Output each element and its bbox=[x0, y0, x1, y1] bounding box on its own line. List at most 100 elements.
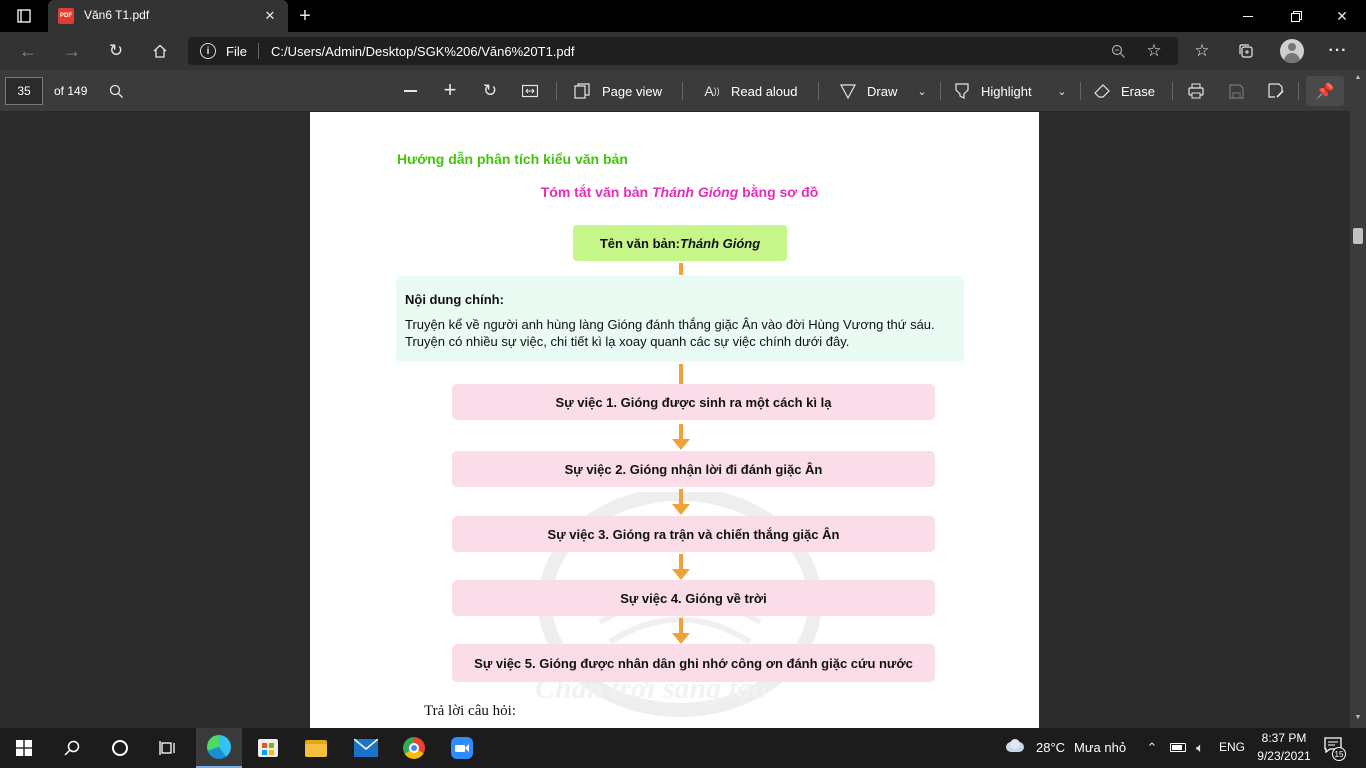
chevron-up-icon[interactable]: ⌃ bbox=[1146, 740, 1158, 755]
back-icon[interactable]: ← bbox=[19, 40, 37, 61]
zoom-out-icon[interactable] bbox=[400, 81, 420, 101]
footer-text: Trả lời câu hỏi: bbox=[424, 703, 516, 719]
language-indicator[interactable]: ENG bbox=[1219, 740, 1246, 754]
restore-icon[interactable] bbox=[1284, 5, 1308, 27]
new-tab-icon[interactable]: + bbox=[299, 4, 311, 27]
minimize-icon[interactable] bbox=[1236, 5, 1260, 27]
connector-arrow bbox=[672, 504, 690, 515]
favorites-icon[interactable]: ☆ bbox=[1194, 41, 1210, 60]
taskbar-search-icon[interactable] bbox=[52, 728, 92, 768]
zoom-in-icon[interactable]: + bbox=[443, 77, 457, 102]
search-icon[interactable] bbox=[106, 81, 126, 101]
erase-label: Erase bbox=[1121, 84, 1155, 99]
event-1-box: Sự việc 1. Gióng được sinh ra một cách k… bbox=[452, 384, 935, 420]
vertical-scrollbar[interactable]: ▲ ▼ bbox=[1350, 70, 1366, 728]
chevron-down-icon[interactable]: ⌄ bbox=[1057, 85, 1067, 98]
page-view-label: Page view bbox=[602, 84, 662, 99]
scroll-thumb[interactable] bbox=[1353, 228, 1363, 244]
explorer-icon[interactable] bbox=[296, 728, 336, 768]
home-icon[interactable] bbox=[148, 40, 172, 62]
erase-button[interactable]: Erase bbox=[1092, 78, 1164, 104]
weather-desc[interactable]: Mưa nhỏ bbox=[1074, 740, 1127, 755]
more-icon[interactable]: ··· bbox=[1328, 42, 1348, 59]
event-5-box: Sự việc 5. Gióng được nhân dân ghi nhớ c… bbox=[452, 644, 935, 682]
content-line-2: Truyện có nhiều sự việc, chi tiết kì lạ … bbox=[405, 334, 850, 349]
connector-line bbox=[679, 554, 683, 570]
chevron-down-icon[interactable]: ⌄ bbox=[917, 85, 927, 98]
toolbar-divider bbox=[556, 82, 557, 100]
pdf-page: Chân trời sáng tạo Hướng dẫn phân tích k… bbox=[310, 112, 1039, 728]
connector-line bbox=[679, 618, 683, 634]
draw-button[interactable]: Draw bbox=[838, 78, 904, 104]
refresh-icon[interactable]: ↻ bbox=[108, 41, 124, 60]
connector-arrow bbox=[672, 439, 690, 450]
browser-tab[interactable]: PDF Văn6 T1.pdf ✕ bbox=[48, 0, 288, 32]
content-line-1: Truyện kể về người anh hùng làng Gióng đ… bbox=[405, 317, 935, 332]
scroll-up-arrow[interactable]: ▲ bbox=[1354, 73, 1362, 81]
close-icon[interactable]: ✕ bbox=[264, 8, 276, 23]
scroll-down-arrow[interactable]: ▼ bbox=[1354, 713, 1362, 721]
info-icon[interactable]: i bbox=[200, 43, 216, 59]
draw-icon bbox=[838, 81, 858, 101]
connector-arrow bbox=[672, 633, 690, 644]
notification-count: 15 bbox=[1334, 749, 1344, 759]
content-heading: Nội dung chính: bbox=[405, 292, 504, 307]
volume-icon[interactable]: 🔈︎ bbox=[1196, 740, 1204, 755]
draw-label: Draw bbox=[867, 84, 898, 99]
toolbar-divider bbox=[940, 82, 941, 100]
notification-icon[interactable]: 15 bbox=[1324, 737, 1346, 761]
save-icon[interactable] bbox=[1226, 81, 1246, 101]
erase-icon bbox=[1092, 81, 1112, 101]
fit-icon[interactable] bbox=[520, 81, 540, 101]
pin-icon[interactable]: 📌 bbox=[1306, 76, 1344, 106]
file-label: File bbox=[226, 44, 247, 59]
zoom-app-icon[interactable] bbox=[442, 728, 482, 768]
highlight-button[interactable]: Highlight bbox=[952, 78, 1046, 104]
connector-line bbox=[679, 424, 683, 440]
highlight-icon bbox=[952, 81, 972, 101]
task-view-icon[interactable] bbox=[148, 728, 188, 768]
print-icon[interactable] bbox=[1186, 81, 1206, 101]
clock-time[interactable]: 8:37 PM bbox=[1261, 731, 1307, 745]
clock-date[interactable]: 9/23/2021 bbox=[1257, 749, 1311, 763]
read-aloud-label: Read aloud bbox=[731, 84, 798, 99]
read-aloud-icon: A)) bbox=[704, 83, 720, 99]
add-favorite-icon[interactable]: ☆ bbox=[1146, 41, 1162, 60]
zoom-icon[interactable] bbox=[1108, 41, 1128, 61]
title-bar: PDF Văn6 T1.pdf ✕ + ✕ bbox=[0, 0, 1366, 32]
tab-actions-icon[interactable] bbox=[10, 6, 38, 26]
profile-icon[interactable] bbox=[1280, 39, 1304, 63]
battery-icon[interactable] bbox=[1170, 743, 1186, 752]
main-content-box: Nội dung chính: Truyện kể về người anh h… bbox=[396, 276, 964, 362]
url-divider bbox=[258, 43, 259, 59]
highlight-label: Highlight bbox=[981, 84, 1032, 99]
cortana-icon[interactable] bbox=[100, 728, 140, 768]
toolbar-divider bbox=[818, 82, 819, 100]
read-aloud-button[interactable]: A)) Read aloud bbox=[702, 78, 806, 104]
edge-icon[interactable] bbox=[196, 728, 242, 768]
connector-line bbox=[679, 263, 683, 275]
windows-icon[interactable] bbox=[4, 728, 44, 768]
rotate-icon[interactable]: ↻ bbox=[482, 81, 498, 100]
page-total: of 149 bbox=[54, 84, 88, 98]
address-bar[interactable]: i File C:/Users/Admin/Desktop/SGK%206/Vă… bbox=[188, 37, 1178, 65]
taskbar: 28°C Mưa nhỏ ⌃ 🔈︎ ENG 8:37 PM 9/23/2021 … bbox=[0, 728, 1366, 768]
page-view-button[interactable]: Page view bbox=[572, 78, 668, 104]
toolbar-divider bbox=[1172, 82, 1173, 100]
window-close-icon[interactable]: ✕ bbox=[1336, 7, 1348, 24]
collections-icon[interactable] bbox=[1234, 40, 1258, 62]
connector-arrow bbox=[672, 569, 690, 580]
weather-temp[interactable]: 28°C bbox=[1036, 740, 1066, 755]
page-number-input[interactable]: 35 bbox=[5, 77, 43, 105]
event-2-box: Sự việc 2. Gióng nhận lời đi đánh giặc Â… bbox=[452, 451, 935, 487]
toolbar-divider bbox=[1080, 82, 1081, 100]
chrome-icon[interactable] bbox=[394, 728, 434, 768]
pdf-icon: PDF bbox=[58, 8, 74, 24]
mail-icon[interactable] bbox=[346, 728, 386, 768]
url-text[interactable]: C:/Users/Admin/Desktop/SGK%206/Văn6%20T1… bbox=[271, 44, 575, 59]
forward-icon[interactable]: → bbox=[63, 40, 81, 61]
save-as-icon[interactable] bbox=[1266, 81, 1286, 101]
weather-icon[interactable] bbox=[1004, 738, 1026, 756]
store-icon[interactable] bbox=[248, 728, 288, 768]
page-view-icon bbox=[572, 81, 592, 101]
